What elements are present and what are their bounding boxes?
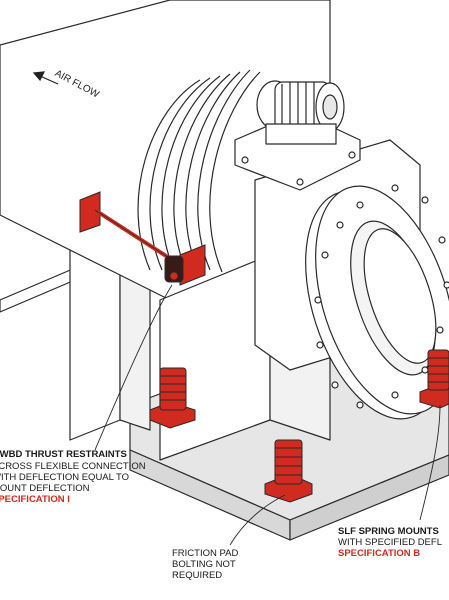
air-flow-arrow-icon xyxy=(32,71,59,85)
thrust-restraint xyxy=(79,191,206,286)
spring-mount xyxy=(419,349,449,409)
spring-mount xyxy=(149,367,196,429)
fan-motor xyxy=(234,80,361,191)
spring-mount xyxy=(264,439,313,503)
friction-callout-line2: BOLTING NOT xyxy=(172,559,236,570)
spring-callout-spec: SPECIFICATION B xyxy=(338,548,421,559)
thrust-callout-title: SI/WBD THRUST RESTRAINTS xyxy=(0,449,127,460)
friction-callout-line1: FRICTION PAD xyxy=(172,548,239,559)
spring-mounts xyxy=(149,349,449,503)
thrust-callout-line1: ACROSS FLEXIBLE CONNECTION xyxy=(0,461,146,472)
flange-bolts xyxy=(314,184,449,409)
discharge-flange xyxy=(305,185,449,420)
friction-callout-line3: REQUIRED xyxy=(172,570,223,581)
friction-leader xyxy=(229,494,286,546)
spring-leader xyxy=(419,404,441,521)
spring-callout-title: SLF SPRING MOUNTS xyxy=(338,526,439,537)
thrust-callout-spec: SPECIFICATION I xyxy=(0,494,70,505)
leader-lines xyxy=(94,284,441,546)
thrust-callout-line3: MOUNT DEFLECTION xyxy=(0,483,90,494)
spring-callout-line1: WITH SPECIFIED DEFL xyxy=(338,537,442,548)
thrust-callout-line2: WITH DEFLECTION EQUAL TO xyxy=(0,472,130,483)
thrust-leader xyxy=(94,284,173,451)
